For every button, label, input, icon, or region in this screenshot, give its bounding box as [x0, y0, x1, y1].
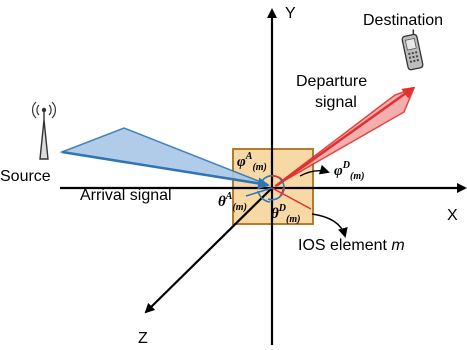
antenna-icon: [32, 101, 56, 160]
ios-element-label: IOS element m: [298, 237, 405, 254]
theta-arrival-label: θA(m): [218, 191, 247, 213]
departure-projection-line: [271, 187, 312, 210]
y-axis-label: Y: [285, 5, 296, 22]
departure-phi-arc: [271, 175, 284, 182]
x-axis-label: X: [447, 207, 458, 224]
phi-departure-label: φD(m): [334, 160, 364, 182]
phi-departure-leader: [299, 164, 330, 177]
arrival-signal-arrow: [61, 150, 270, 190]
departure-theta-arc: [279, 187, 284, 197]
departure-signal-label-line1: Departure: [296, 73, 367, 90]
arrival-phi-arc: [260, 174, 285, 201]
departure-signal-label-line2: signal: [315, 94, 357, 111]
departure-signal-arrow: [275, 86, 415, 188]
destination-label: Destination: [363, 12, 443, 29]
z-axis-label: Z: [138, 330, 148, 347]
mobile-phone-icon: [401, 29, 424, 71]
ios-element-leader: [311, 213, 348, 238]
arrival-theta-arc: [257, 190, 271, 203]
arrival-signal-label: Arrival signal: [80, 187, 172, 204]
theta-departure-label: θD(m): [271, 203, 300, 225]
z-axis: [144, 187, 273, 314]
source-label: Source: [0, 168, 51, 185]
phi-arrival-label: φA(m): [237, 151, 267, 173]
